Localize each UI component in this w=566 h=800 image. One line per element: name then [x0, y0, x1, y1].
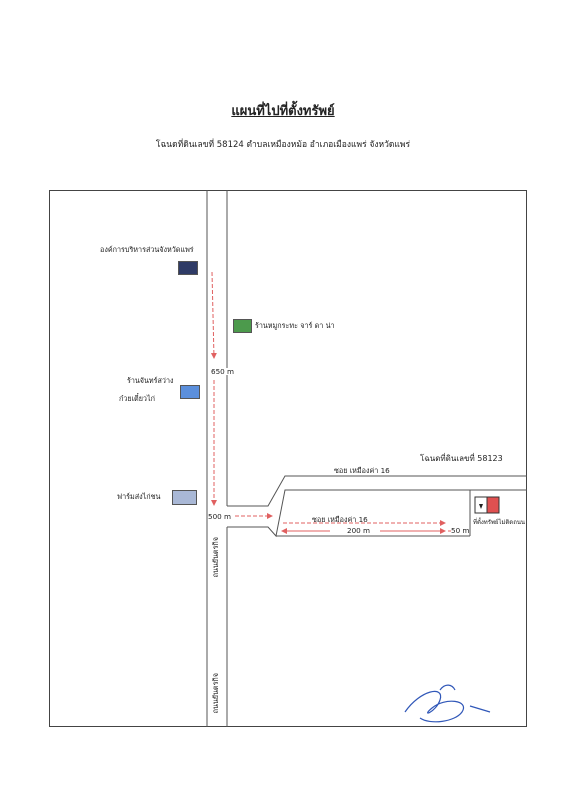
soi-label-upper: ซอย เหมืองค่า 16	[334, 466, 390, 475]
subject-plot-red	[486, 496, 500, 514]
landmark-marker-noodle	[180, 385, 200, 399]
soi-label-lower: ซอย เหมืองค่า 16	[312, 515, 368, 524]
subject-plot-down-arrow	[479, 504, 483, 509]
landmark-marker-farm	[172, 490, 197, 505]
distance-200m: 200 m	[347, 526, 371, 535]
landmark-marker-restaurant	[233, 319, 252, 333]
landmark-label-restaurant: ร้านหมูกระทะ จาร์ ดา น่า	[255, 321, 335, 330]
main-road-label-upper: ถนนยันตรกิจ	[211, 537, 220, 578]
distance-650m: 650 m	[211, 367, 235, 376]
distance-50m: 50 m	[451, 526, 470, 535]
route-arrow-650m	[210, 271, 217, 359]
landmark-label-noodle-line2: ก๋วยเตี๋ยวไก่	[119, 394, 155, 403]
subject-plot-label: ที่ตั้งทรัพย์ไม่ติดถนน	[473, 519, 526, 526]
landmark-label-noodle-line1: ร้านจันทร์สว่าง	[127, 376, 174, 385]
map-subtitle: โฉนดที่ดินเลขที่ 58124 ตำบลเหมืองหม้อ อำ…	[155, 140, 411, 150]
soi-road-upper-edge	[227, 475, 527, 507]
neighbor-plot-label: โฉนดที่ดินเลขที่ 58123	[420, 454, 503, 463]
map-frame	[49, 190, 527, 727]
map-title: แผนที่ไปที่ตั้งทรัพย์	[231, 104, 335, 119]
main-road-label-lower: ถนนยันตรกิจ	[211, 673, 220, 714]
distance-500m: 500 m	[208, 512, 232, 521]
signature-mark	[404, 684, 491, 723]
landmark-label-pao: องค์การบริหารส่วนจังหวัดแพร่	[100, 245, 194, 254]
landmark-label-farm: ฟาร์มส่งไก่ชน	[117, 492, 161, 501]
landmark-marker-pao	[178, 261, 198, 275]
